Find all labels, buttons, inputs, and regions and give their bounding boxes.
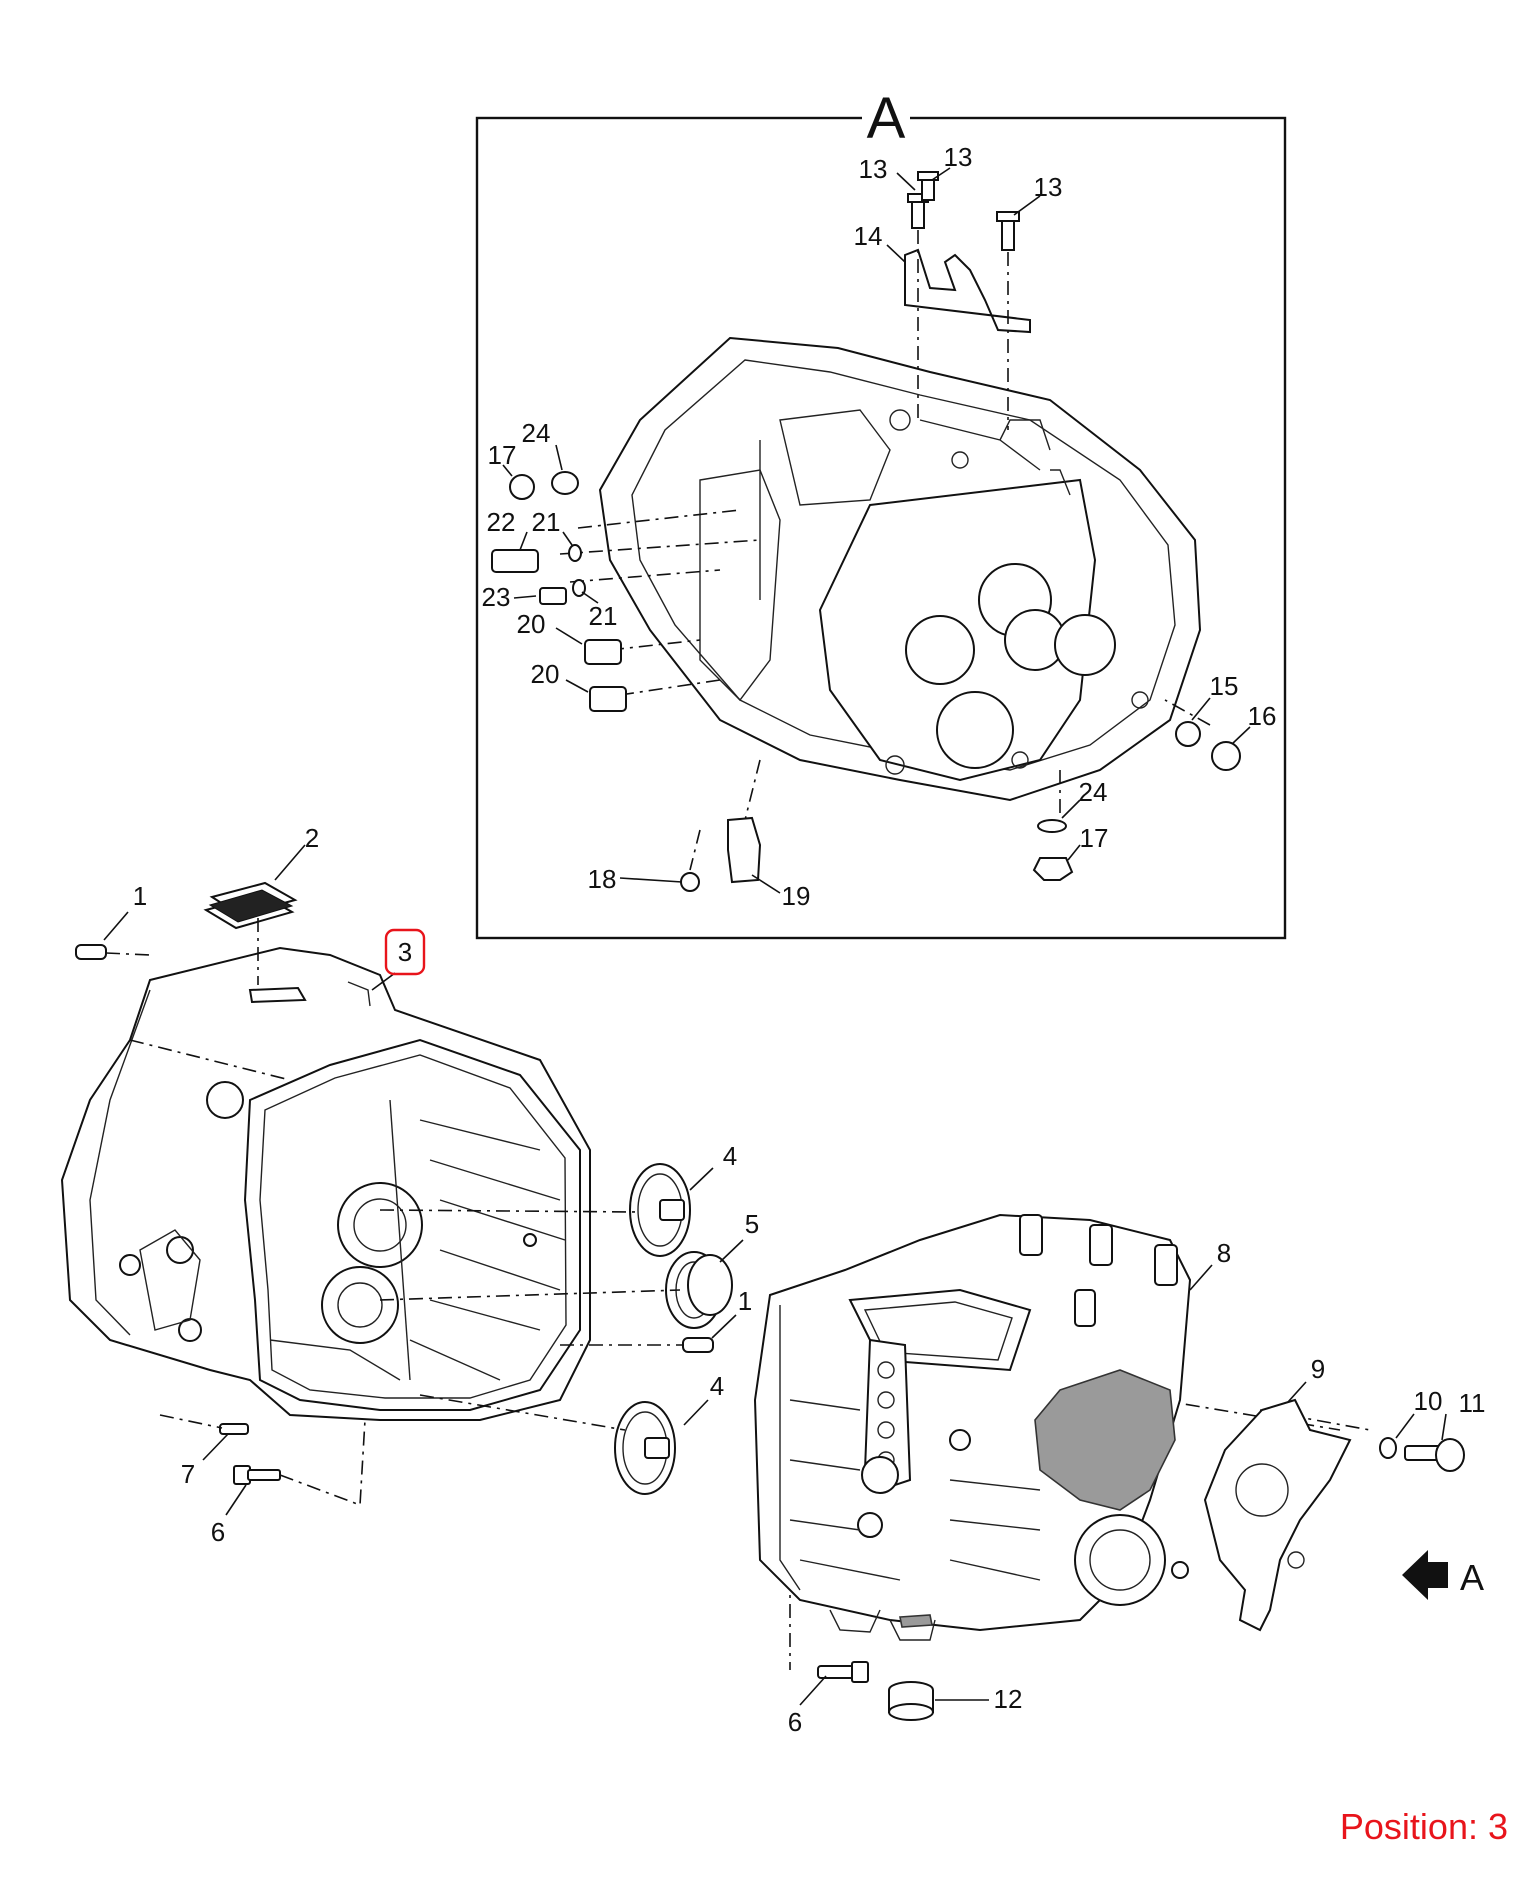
position-caption: Position: 3 [1339, 1806, 1508, 1847]
inset-small-parts [491, 471, 1241, 892]
dash-line [619, 679, 721, 696]
inset-leader-lines [502, 167, 1251, 894]
dowel-part-1b [682, 1337, 714, 1353]
callout-22: 22 [487, 507, 516, 537]
callout-8: 8 [1217, 1238, 1231, 1268]
dash-line [689, 829, 701, 871]
pin-part-7 [219, 1423, 249, 1435]
callout-21b: 21 [589, 601, 618, 631]
callout-10: 10 [1414, 1386, 1443, 1416]
main-leader-lines [103, 844, 1447, 1706]
callout-19: 19 [782, 881, 811, 911]
callout-21a: 21 [532, 507, 561, 537]
callout-14: 14 [854, 221, 883, 251]
inset-title-bg [862, 95, 910, 145]
dash-line [559, 539, 761, 555]
callout-13a: 13 [859, 154, 888, 184]
callout-13c: 13 [1034, 172, 1063, 202]
gasket-part-2 [203, 881, 298, 930]
callout-20a: 20 [517, 609, 546, 639]
bolt-part-6-bottom [817, 1661, 869, 1683]
callout-2: 2 [305, 823, 319, 853]
bolt-part-11 [1404, 1438, 1465, 1472]
callout-12: 12 [994, 1684, 1023, 1714]
bracket-part-14 [904, 248, 1031, 334]
clutch-housing-part-3 [60, 946, 591, 1421]
callout-23: 23 [482, 582, 511, 612]
view-arrow-label: A [1460, 1557, 1484, 1598]
callout-24-bottom: 24 [1079, 777, 1108, 807]
bolts-part-13 [907, 171, 1020, 251]
washer-part-10 [1379, 1437, 1397, 1459]
bushing-part-12 [888, 1681, 934, 1721]
callout-1-mid: 1 [738, 1286, 752, 1316]
callout-20b: 20 [531, 659, 560, 689]
callout-17-bottom: 17 [1080, 823, 1109, 853]
cover-plate-part-9 [1203, 1398, 1352, 1632]
seal-part-5 [665, 1251, 733, 1329]
callout-3: 3 [398, 937, 412, 967]
view-arrow-a: A [1402, 1550, 1484, 1600]
dowel-part-1 [75, 944, 107, 960]
callout-24-top: 24 [522, 418, 551, 448]
callout-11: 11 [1459, 1388, 1486, 1418]
callout-7: 7 [181, 1459, 195, 1489]
callout-15: 15 [1210, 671, 1239, 701]
callout-4-top: 4 [723, 1141, 737, 1171]
inset-gearbox-housing [598, 336, 1202, 802]
callout-5: 5 [745, 1209, 759, 1239]
bolt-part-6-left [233, 1465, 281, 1485]
seal-part-4-top [629, 1163, 691, 1257]
callout-13b: 13 [944, 142, 973, 172]
callout-18: 18 [588, 864, 617, 894]
seal-part-4-bottom [614, 1401, 676, 1495]
callout-17-top: 17 [488, 440, 517, 470]
callout-16: 16 [1248, 701, 1277, 731]
callout-1-top: 1 [133, 881, 147, 911]
dash-line [569, 569, 721, 583]
callout-6-left: 6 [211, 1517, 225, 1547]
callout-6-bottom: 6 [788, 1707, 802, 1737]
transmission-housing-part-8 [753, 1213, 1192, 1641]
callout-3-highlight-box [384, 928, 426, 976]
callout-9: 9 [1311, 1354, 1325, 1384]
callout-4-bottom: 4 [710, 1371, 724, 1401]
dash-line [1164, 699, 1211, 726]
inset-title: A [867, 86, 906, 151]
